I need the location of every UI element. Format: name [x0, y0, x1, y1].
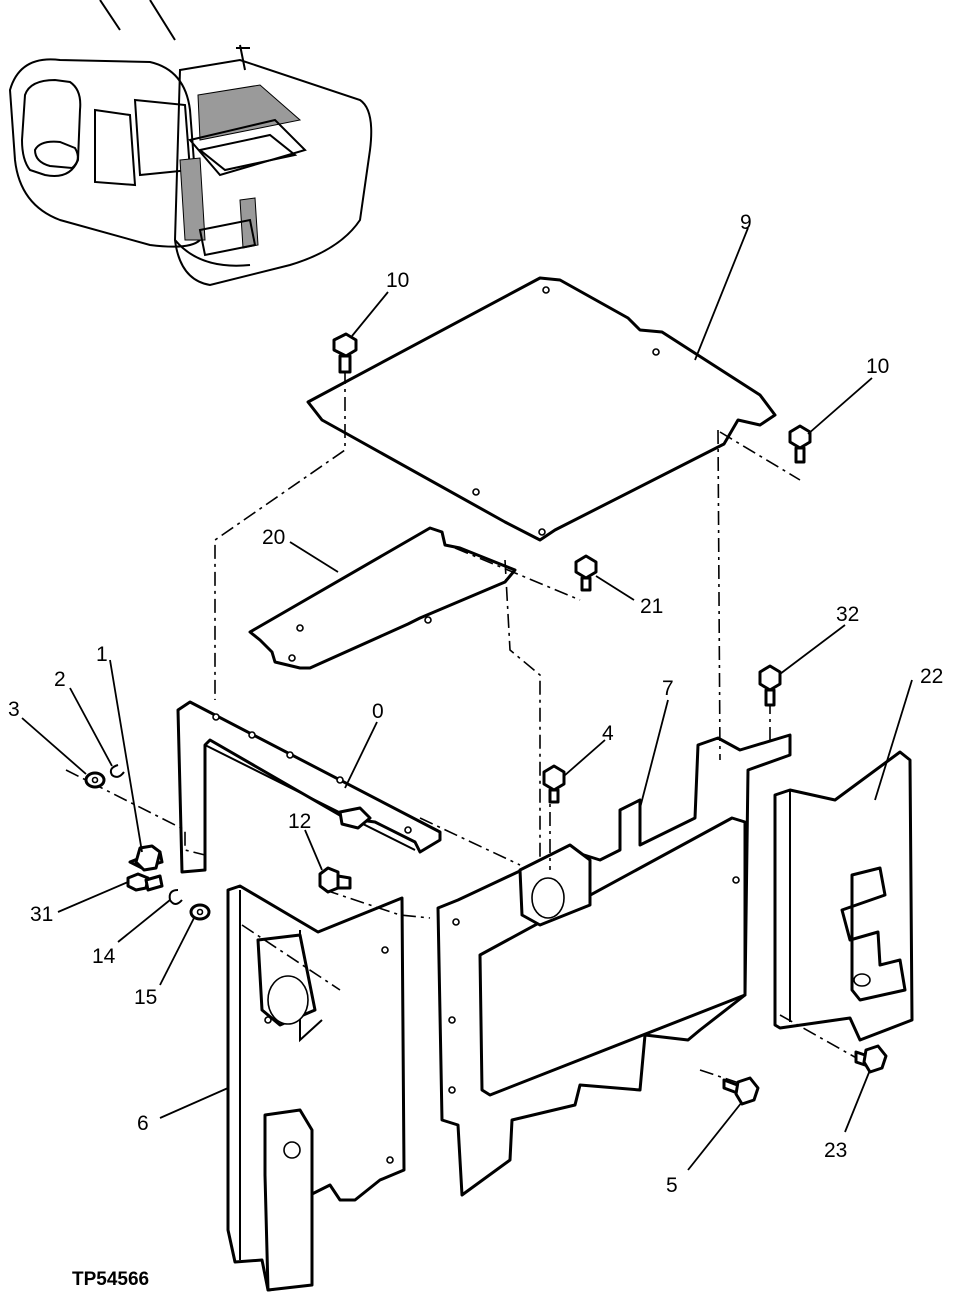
bolt-12 — [318, 866, 352, 894]
callout-14: 14 — [92, 945, 116, 968]
bolt-23 — [854, 1044, 888, 1074]
washer-3 — [84, 771, 106, 789]
bolt-4 — [542, 764, 566, 804]
bolt-5 — [722, 1076, 760, 1106]
bolt-1 — [128, 844, 164, 872]
callout-23: 23 — [824, 1139, 847, 1162]
lock-washer-14 — [168, 889, 183, 905]
top-cover-plate-part-9 — [306, 276, 777, 542]
frame-part-0 — [176, 700, 442, 874]
leader-lines — [21, 227, 913, 1171]
bolt-10-right — [788, 424, 812, 464]
callout-2: 2 — [54, 668, 66, 691]
callout-9: 9 — [740, 211, 752, 234]
callout-1: 1 — [96, 643, 108, 666]
callout-6: 6 — [137, 1112, 149, 1135]
assembly-centerlines — [65, 370, 861, 1086]
bolt-32 — [758, 664, 782, 707]
callout-22: 22 — [920, 665, 943, 688]
callout-10-top-left: 10 — [386, 269, 409, 292]
callout-15: 15 — [134, 986, 157, 1009]
lock-washer-2 — [109, 764, 125, 778]
callout-20: 20 — [262, 526, 285, 549]
callout-31: 31 — [30, 903, 53, 926]
callout-32: 32 — [836, 603, 859, 626]
plate-part-20 — [248, 526, 517, 670]
callout-5: 5 — [666, 1174, 678, 1197]
washer-15 — [189, 903, 211, 921]
callout-labels: 10 9 10 20 21 32 22 7 4 0 1 2 3 12 31 14… — [8, 211, 943, 1197]
center-panel-part-7 — [436, 733, 792, 1197]
bolt-10-left — [332, 332, 358, 374]
figure-id: TP54566 — [72, 1269, 149, 1290]
left-panel-part-6 — [226, 884, 406, 1292]
bolt-21 — [574, 554, 598, 592]
callout-21: 21 — [640, 595, 663, 618]
fasteners — [84, 332, 888, 1106]
bolt-31 — [126, 872, 164, 892]
callout-10-right: 10 — [866, 355, 889, 378]
right-panel-part-22 — [773, 750, 914, 1042]
callout-12: 12 — [288, 810, 311, 833]
callout-0: 0 — [372, 700, 384, 723]
callout-7: 7 — [662, 677, 674, 700]
callout-4: 4 — [602, 722, 614, 745]
callout-3: 3 — [8, 698, 20, 721]
machine-overview-inset — [8, 0, 373, 287]
